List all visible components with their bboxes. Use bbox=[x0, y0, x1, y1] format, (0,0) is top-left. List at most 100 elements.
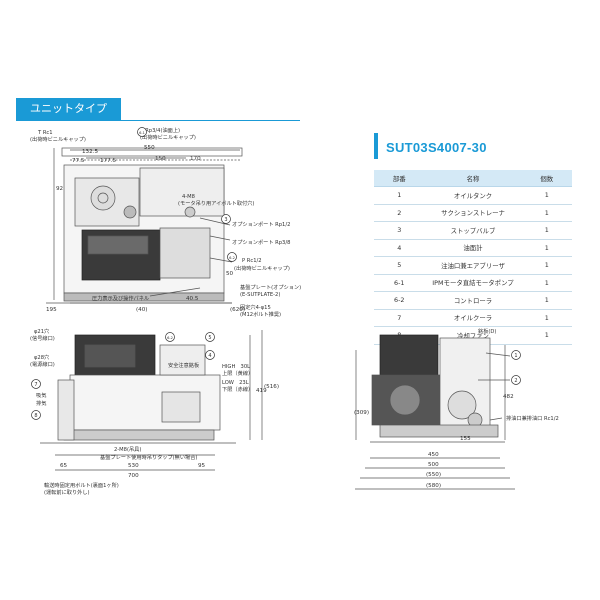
part-name: 注油口兼エアブリーザ bbox=[424, 256, 522, 275]
part-name: オイルタンク bbox=[424, 186, 522, 205]
side-view bbox=[355, 334, 515, 490]
model-number: SUT03S4007-30 bbox=[386, 140, 487, 155]
dim-516: (516) bbox=[264, 384, 279, 390]
port-t-note: (出荷時ビニルキャップ) bbox=[30, 135, 86, 143]
svg-text:5: 5 bbox=[208, 335, 211, 341]
dim-65: 65 bbox=[60, 463, 68, 469]
signal-hole-note: (信号線口) bbox=[30, 334, 55, 342]
callout-number: 7 bbox=[31, 379, 41, 389]
callout-number: 5 bbox=[205, 332, 215, 342]
bolt-note: 4-M8 bbox=[182, 194, 195, 200]
top-view bbox=[46, 147, 243, 304]
parts-row: 8冷却ファン1 bbox=[374, 326, 572, 345]
port-b-label: B Rp3/4(油面上) bbox=[140, 126, 180, 134]
option-port-3-8: オプションポート Rp3/8 bbox=[232, 238, 290, 246]
svg-text:6-2: 6-2 bbox=[167, 336, 173, 340]
callout-number: 2 bbox=[511, 375, 521, 385]
lifting-tap-label: 2-M8(吊具) bbox=[114, 446, 141, 453]
svg-text:1: 1 bbox=[514, 353, 517, 359]
part-number: 5 bbox=[374, 256, 425, 275]
dim-450: 450 bbox=[428, 452, 439, 458]
part-qty: 1 bbox=[521, 326, 572, 345]
part-qty: 1 bbox=[521, 256, 572, 275]
signal-hole-label: φ21穴 bbox=[34, 327, 49, 335]
part-qty: 1 bbox=[521, 239, 572, 257]
dim-620: (40) bbox=[136, 307, 147, 313]
dim-550: 550 bbox=[144, 145, 155, 151]
part-qty: 1 bbox=[521, 309, 572, 327]
svg-text:6-1: 6-1 bbox=[139, 131, 145, 135]
intake-label: 吸気 bbox=[36, 391, 46, 399]
dim-77-5: 77.5 bbox=[72, 158, 85, 164]
power-hole-note: (電源線口) bbox=[30, 360, 55, 368]
part-name: IPMモータ直結モータポンプ bbox=[424, 274, 522, 292]
power-hole-label: φ28穴 bbox=[34, 353, 49, 361]
part-qty: 1 bbox=[521, 186, 572, 205]
part-qty: 1 bbox=[521, 274, 572, 292]
svg-text:8: 8 bbox=[34, 413, 37, 419]
part-number: 6-1 bbox=[374, 274, 425, 292]
part-number: 6-2 bbox=[374, 291, 425, 310]
part-number: 3 bbox=[374, 221, 425, 240]
port-t-label: T Rc1 bbox=[37, 130, 53, 136]
transport-bolt-note: (運転前に取り外し) bbox=[44, 488, 90, 496]
callout-number: 4 bbox=[205, 350, 215, 360]
part-name: 油面計 bbox=[424, 239, 522, 257]
low-level-note: 下限（赤線） bbox=[222, 385, 253, 393]
base-plate-model: (E-SUTPLATE-2) bbox=[240, 292, 280, 298]
pressure-panel-label: 圧力表示及び操作パネル bbox=[92, 294, 149, 302]
part-number: 7 bbox=[374, 309, 425, 327]
part-number: 1 bbox=[374, 186, 425, 205]
dim-309: (309) bbox=[354, 410, 369, 416]
callout-number: 1 bbox=[511, 350, 521, 360]
port-b-note: (出荷時ビニルキャップ) bbox=[140, 133, 196, 141]
dim-530: 530 bbox=[128, 463, 139, 469]
transport-bolt-label: 輸送時固定用ボルト(裏面1ヶ所) bbox=[44, 481, 119, 489]
model-accent-bar bbox=[374, 133, 378, 159]
svg-text:2: 2 bbox=[514, 378, 517, 384]
svg-text:6-2: 6-2 bbox=[229, 256, 235, 260]
bolt-note-2: (モータ吊り用アイボルト取付穴) bbox=[178, 199, 254, 207]
dim-500: 500 bbox=[428, 462, 439, 468]
part-number: 2 bbox=[374, 204, 425, 222]
high-level-label: HIGH 30L bbox=[222, 364, 250, 370]
option-port-1-2: オプションポート Rp1/2 bbox=[232, 220, 290, 228]
col-header-number: 部番 bbox=[374, 170, 425, 187]
parts-table-header: 部番 名称 個数 bbox=[374, 170, 572, 187]
port-p-note: (出荷時ビニルキャップ) bbox=[234, 264, 290, 272]
dim-170: 170 bbox=[190, 156, 201, 162]
part-name: コントローラ bbox=[424, 291, 522, 310]
callout-number: 6-2 bbox=[165, 332, 175, 342]
callout-number: 6-1 bbox=[137, 127, 147, 137]
col-header-name: 名称 bbox=[424, 170, 522, 187]
callout-number: 8 bbox=[31, 410, 41, 420]
dim-550: (550) bbox=[426, 472, 441, 478]
dim-95: 95 bbox=[198, 463, 206, 469]
part-qty: 1 bbox=[521, 204, 572, 222]
part-name: オイルクーラ bbox=[424, 309, 522, 327]
svg-text:4: 4 bbox=[208, 353, 211, 359]
port-p-label: P Rc1/2 bbox=[242, 258, 262, 264]
dim-132-5: 132.5 bbox=[82, 149, 98, 155]
base-plate-label: 基盤プレート(オプション) bbox=[240, 283, 301, 291]
dim-700: 700 bbox=[128, 473, 139, 479]
lifting-tap-note: 基盤プレート使用時吊りタップ(無い場合) bbox=[100, 453, 197, 461]
dim-482: 482 bbox=[503, 394, 514, 400]
dim-195: 40.5 bbox=[186, 296, 199, 302]
section-title: ユニットタイプ bbox=[16, 98, 121, 120]
fixing-hole-note: (M12ボルト推奨) bbox=[240, 310, 281, 318]
part-number: 4 bbox=[374, 239, 425, 257]
dim-155: 155 bbox=[460, 436, 471, 442]
col-header-qty: 個数 bbox=[521, 170, 572, 187]
dim-580: (580) bbox=[426, 483, 441, 489]
safety-plate-label: 安全注意銘板 bbox=[168, 361, 200, 369]
